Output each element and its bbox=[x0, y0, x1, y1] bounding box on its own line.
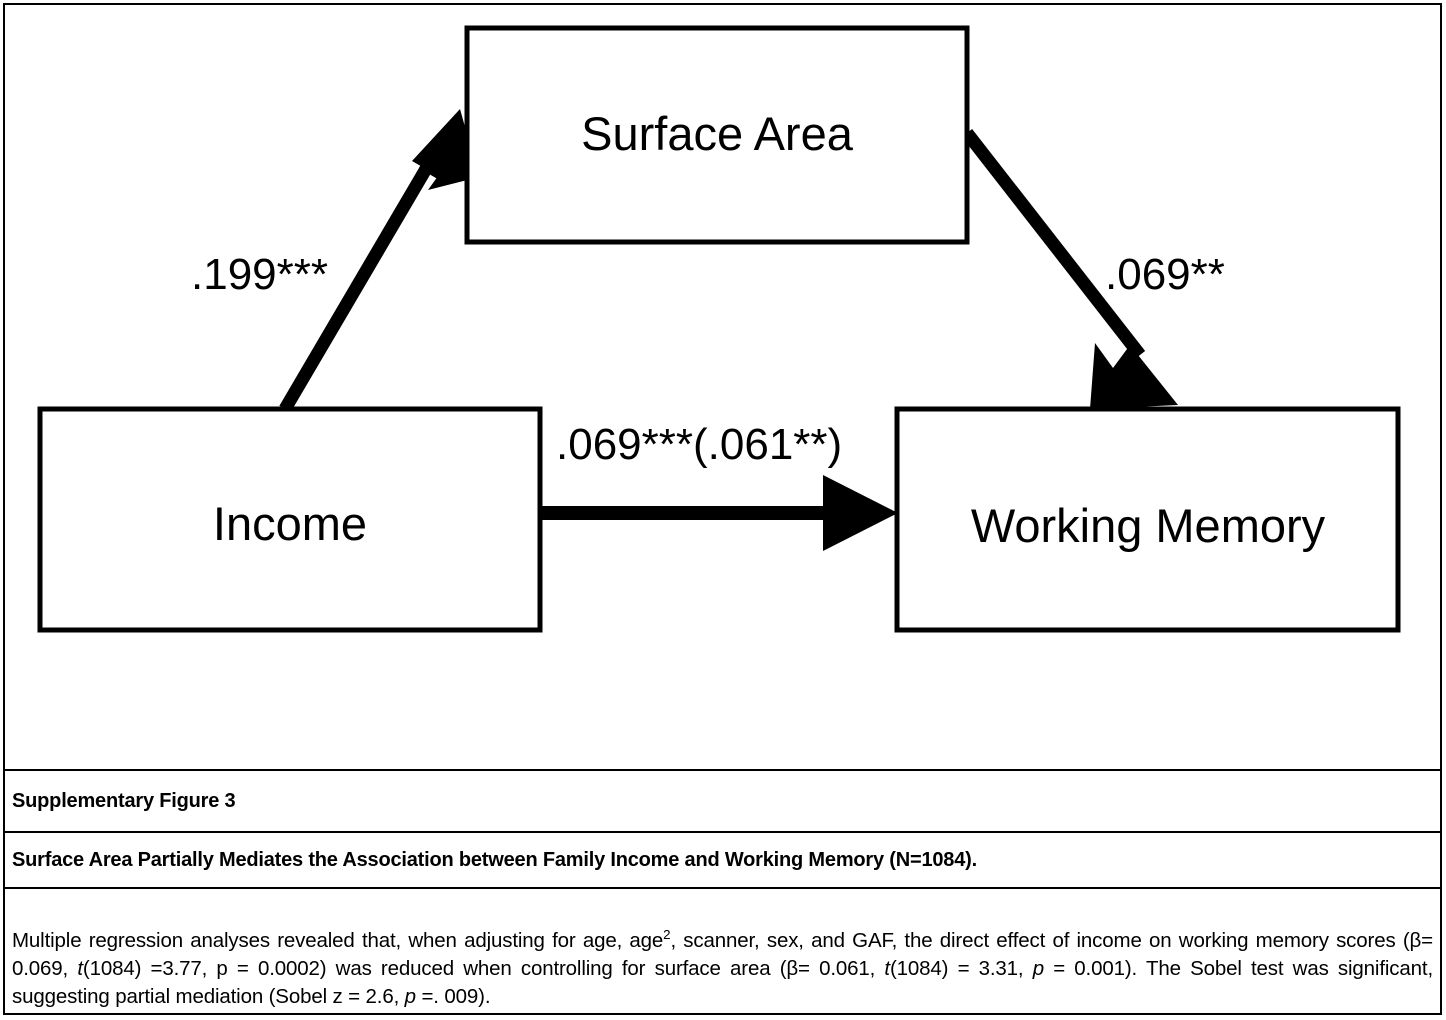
caption-body-row: Multiple regression analyses revealed th… bbox=[5, 889, 1440, 1013]
node-working-memory-label: Working Memory bbox=[971, 499, 1326, 552]
node-income: Income bbox=[37, 406, 543, 633]
caption-title: Surface Area Partially Mediates the Asso… bbox=[12, 848, 977, 871]
node-income-label: Income bbox=[213, 497, 367, 550]
mediation-diagram: Surface Area Income Working Memory bbox=[5, 5, 1440, 771]
mediation-diagram-svg: Surface Area Income Working Memory bbox=[37, 25, 1401, 633]
path-label-income-to-surface-area: .199*** bbox=[191, 250, 328, 299]
node-surface-area: Surface Area bbox=[464, 25, 970, 245]
body-superscript-squared: 2 bbox=[663, 926, 671, 942]
figure-number: Supplementary Figure 3 bbox=[12, 789, 236, 812]
body-segment-3: (1084) =3.77, p = 0.0002) was reduced wh… bbox=[82, 956, 885, 980]
body-italic-p-2: p bbox=[404, 985, 416, 1009]
arrow-income-to-surface-area bbox=[279, 109, 479, 413]
node-working-memory: Working Memory bbox=[894, 406, 1401, 633]
body-segment-6: =. 009). bbox=[415, 985, 491, 1009]
body-italic-t-1: t bbox=[77, 956, 83, 980]
figure-table: Surface Area Income Working Memory bbox=[3, 3, 1442, 1015]
body-italic-p-1: p bbox=[1032, 956, 1044, 980]
path-label-surface-area-to-working-memory: .069** bbox=[1105, 250, 1225, 299]
body-segment-1: Multiple regression analyses revealed th… bbox=[12, 928, 664, 952]
body-segment-5: = 0.001). The Sobel test was significant… bbox=[12, 956, 1433, 1009]
caption-title-row: Surface Area Partially Mediates the Asso… bbox=[5, 833, 1440, 889]
node-surface-area-label: Surface Area bbox=[581, 107, 854, 160]
body-segment-4: (1084) = 3.31, bbox=[889, 956, 1033, 980]
caption-body: Multiple regression analyses revealed th… bbox=[12, 927, 1433, 1012]
figure-number-row: Supplementary Figure 3 bbox=[5, 771, 1440, 833]
path-label-income-to-working-memory: .069***(.061**) bbox=[556, 420, 842, 469]
body-segment-2: , scanner, sex, and GAF, the direct effe… bbox=[12, 928, 1433, 980]
arrow-surface-area-to-working-memory bbox=[961, 129, 1178, 409]
body-italic-t-2: t bbox=[884, 956, 890, 980]
arrow-income-to-working-memory bbox=[540, 475, 898, 551]
